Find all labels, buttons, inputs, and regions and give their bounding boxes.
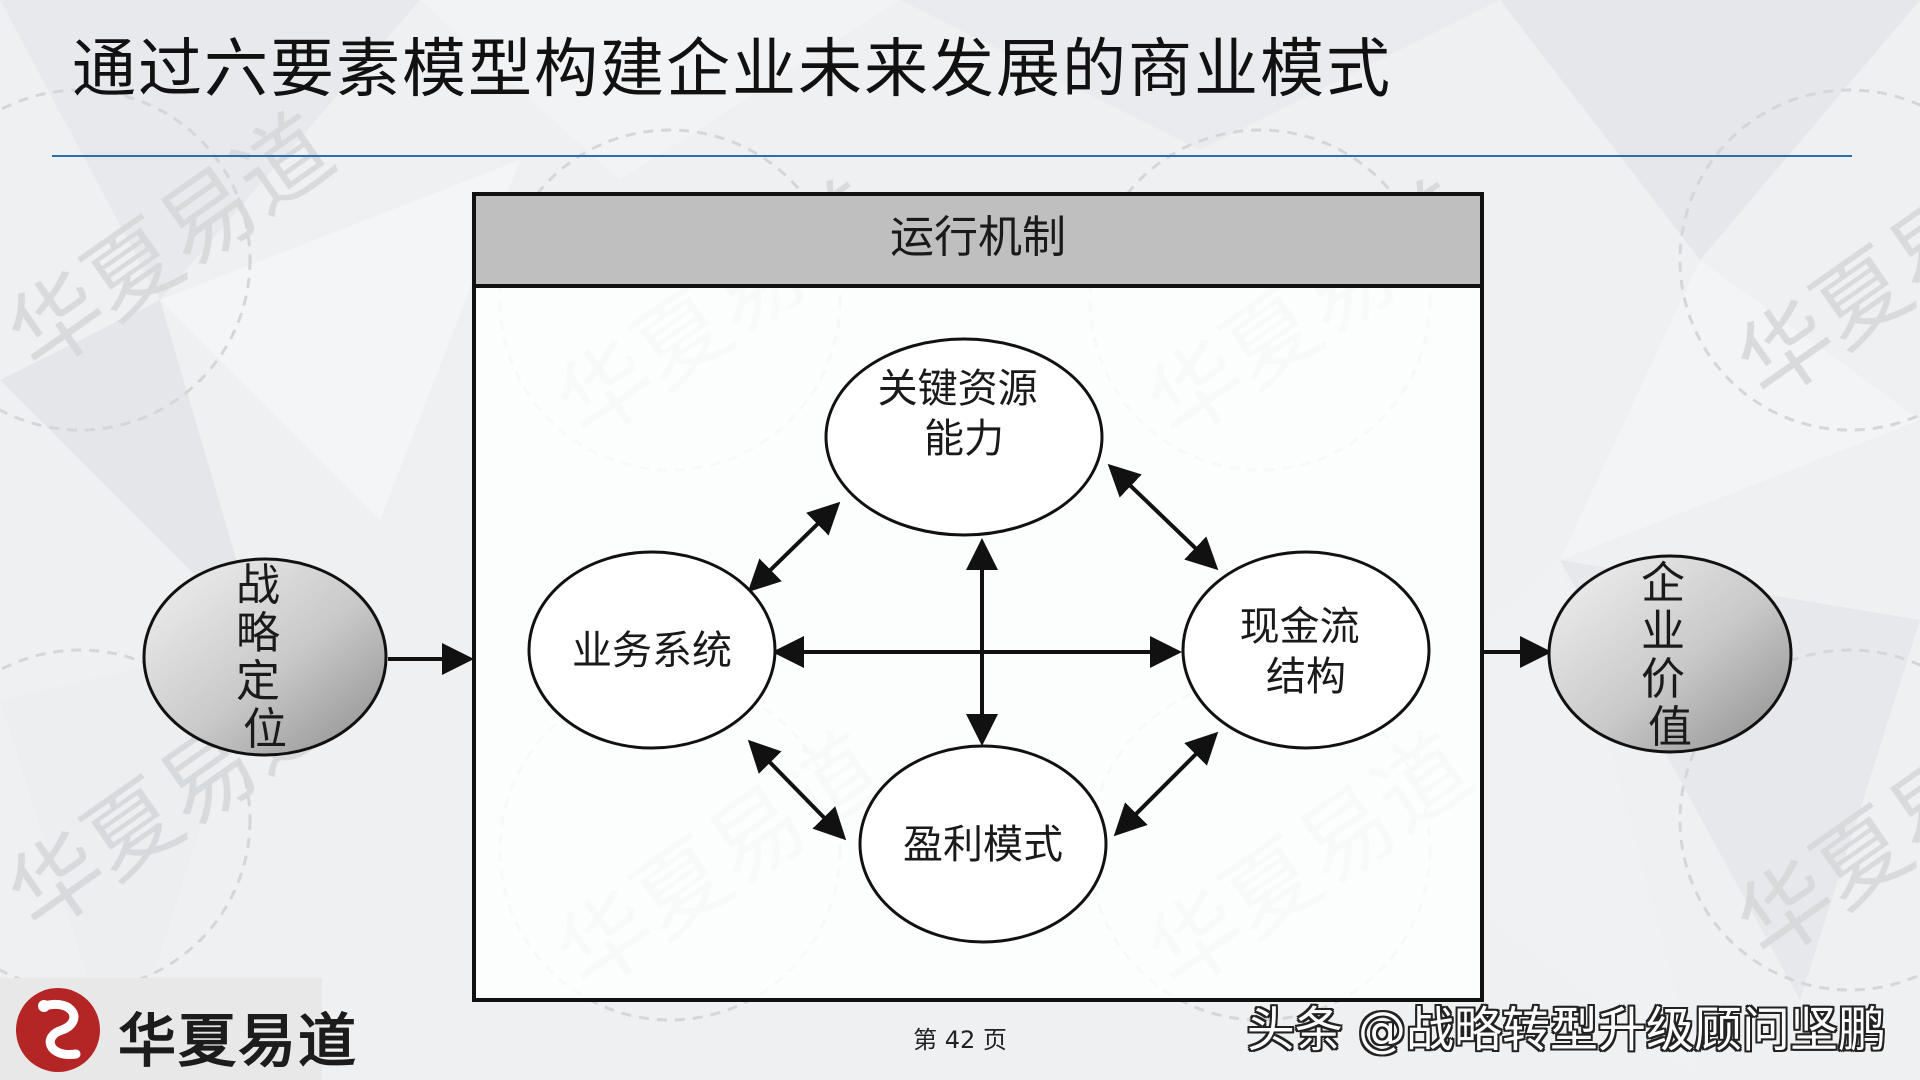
value-char-2: 业 — [1641, 606, 1685, 657]
svg-text:企 业 价 值: 企 业 价 值 — [1641, 558, 1699, 753]
author-credit: 头条 @战略转型升级顾问坚鹏 — [1246, 1002, 1886, 1058]
cashflow-line-2: 结构 — [1266, 654, 1346, 700]
value-char-3: 价 — [1641, 654, 1685, 705]
brand-logo: 华夏易道 — [0, 978, 356, 1080]
logo-text: 华夏易道 — [118, 1007, 359, 1075]
page-title: 通过六要素模型构建企业未来发展的商业模式 — [72, 33, 1392, 107]
arrow-profit-cashflow — [1113, 731, 1219, 837]
mechanism-header-band — [472, 192, 1484, 288]
strategy-char-3: 定 — [236, 656, 280, 707]
node-enterprise-value: 企 业 价 值 — [1547, 554, 1793, 754]
strategy-char-4: 位 — [243, 704, 287, 755]
node-key-resources: 关键资源 能力 — [824, 337, 1104, 537]
value-char-4: 值 — [1648, 702, 1692, 753]
title-divider — [52, 155, 1852, 157]
node-cashflow-structure: 现金流 结构 — [1181, 550, 1431, 750]
business-system-label: 业务系统 — [572, 628, 732, 674]
svg-text:现金流 结构: 现金流 结构 — [1240, 604, 1373, 700]
node-profit-model: 盈利模式 — [858, 744, 1108, 944]
strategy-char-2: 略 — [236, 608, 280, 659]
cashflow-line-1: 现金流 — [1240, 604, 1360, 650]
node-business-system: 业务系统 — [527, 550, 777, 750]
mechanism-header-label: 运行机制 — [890, 212, 1066, 263]
logo-emblem-icon — [16, 988, 100, 1072]
key-resources-line-1: 关键资源 — [878, 366, 1038, 412]
svg-text:关键资源 能力: 关键资源 能力 — [878, 366, 1051, 462]
node-strategy-positioning: 战 略 定 位 — [142, 557, 388, 757]
svg-text:战 略 定 位: 战 略 定 位 — [236, 560, 294, 755]
strategy-char-1: 战 — [236, 560, 280, 611]
arrow-system-resources — [747, 501, 841, 593]
arrow-system-profit — [747, 739, 847, 841]
page-number: 第 42 页 — [913, 1026, 1007, 1054]
arrow-resources-cashflow — [1107, 463, 1219, 571]
value-char-1: 企 — [1641, 558, 1685, 609]
key-resources-line-2: 能力 — [924, 416, 1004, 462]
profit-model-label: 盈利模式 — [903, 822, 1063, 868]
